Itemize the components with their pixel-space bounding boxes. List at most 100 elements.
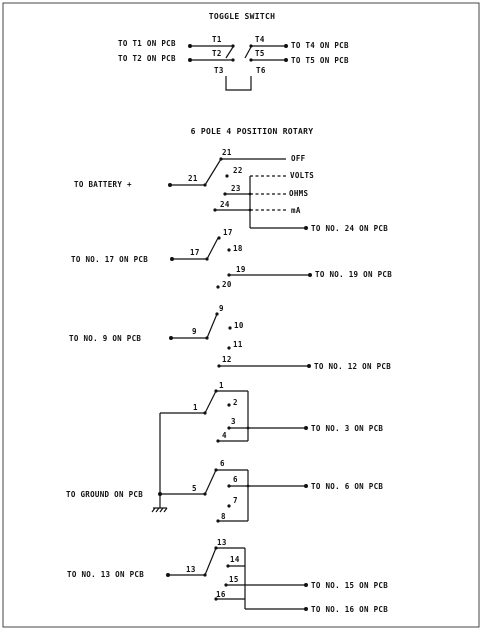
pole3-contact-11 bbox=[227, 346, 231, 350]
pcb24-label: TO NO. 24 ON PCB bbox=[311, 224, 388, 233]
pcb6-node bbox=[304, 484, 308, 488]
pole2-contact-18 bbox=[227, 248, 231, 252]
toggle-switch: TO T1 ON PCB TO T2 ON PCB T1 T2 T3 T4 T5… bbox=[118, 35, 349, 91]
pcb3-node bbox=[304, 426, 308, 430]
terminal-t5-label: T5 bbox=[255, 49, 265, 58]
terminal-t3-label: T3 bbox=[214, 66, 224, 75]
battery-input-node bbox=[168, 183, 172, 187]
pole2-pos-18: 18 bbox=[233, 244, 243, 253]
pole6-pos-16: 16 bbox=[216, 590, 226, 599]
battery-input-label: TO BATTERY + bbox=[74, 180, 132, 189]
page-border bbox=[2, 2, 480, 628]
pole3-contact-10 bbox=[228, 326, 232, 330]
ground-hatch-4 bbox=[163, 507, 168, 513]
terminal-t2-label: T2 bbox=[212, 49, 222, 58]
pole1-junction-24 bbox=[248, 208, 252, 212]
ma-label: mA bbox=[291, 206, 301, 215]
pole3-pos-12: 12 bbox=[222, 355, 232, 364]
ground-hatch-1 bbox=[151, 507, 156, 513]
rotary-pole-1: TO BATTERY + 21 21 OFF 22 VOLTS 23 OHMS … bbox=[74, 148, 388, 233]
pole1-common-label: 21 bbox=[188, 174, 198, 183]
pcb15-label: TO NO. 15 ON PCB bbox=[311, 581, 388, 590]
pcb3-label: TO NO. 3 ON PCB bbox=[311, 424, 383, 433]
pole1-junction-23 bbox=[248, 192, 252, 196]
ground-hatch-2 bbox=[155, 507, 160, 513]
pole2-contact-20 bbox=[216, 285, 220, 289]
pole2-input-node bbox=[170, 257, 174, 261]
t4-right-node bbox=[284, 44, 288, 48]
t2-node bbox=[231, 58, 235, 62]
pole2-pos-19: 19 bbox=[236, 265, 246, 274]
pole6-wiper bbox=[204, 547, 217, 576]
ground-input-label: TO GROUND ON PCB bbox=[66, 490, 143, 499]
pole5-common-label: 5 bbox=[192, 484, 197, 493]
pole3-input-node bbox=[169, 336, 173, 340]
pole4-common-label: 1 bbox=[193, 403, 198, 412]
pole6-pos-14: 14 bbox=[230, 555, 240, 564]
pcb15-node bbox=[304, 583, 308, 587]
t2-left-node bbox=[188, 58, 192, 62]
pole3-contact-9 bbox=[215, 312, 219, 316]
pole3-pos-10: 10 bbox=[234, 321, 244, 330]
toggle-left-label-1: TO T1 ON PCB bbox=[118, 39, 176, 48]
pole2-wiper bbox=[206, 237, 219, 260]
pole4-pos-3: 3 bbox=[231, 417, 236, 426]
pole5-pos-b: 6 bbox=[233, 475, 238, 484]
pole1-pos-22: 22 bbox=[233, 166, 243, 175]
pole2-pos-17: 17 bbox=[223, 228, 233, 237]
terminal-t4-label: T4 bbox=[255, 35, 265, 44]
pcb19-label: TO NO. 19 ON PCB bbox=[315, 270, 392, 279]
toggle-arm-right bbox=[244, 46, 252, 59]
toggle-switch-title: TOGGLE SWITCH bbox=[209, 12, 276, 21]
ohms-label: OHMS bbox=[289, 189, 308, 198]
pole6-pos-13: 13 bbox=[217, 538, 227, 547]
toggle-arm-left bbox=[225, 46, 234, 59]
terminal-t1-label: T1 bbox=[212, 35, 222, 44]
toggle-right-label-2: TO T5 ON PCB bbox=[291, 56, 349, 65]
pole6-pos-15: 15 bbox=[229, 575, 239, 584]
rotary-pole-5: TO GROUND ON PCB 5 6 6 7 8 TO NO. 6 ON P… bbox=[66, 413, 383, 523]
pcb16-node bbox=[304, 607, 308, 611]
rotary-pole-3: TO NO. 9 ON PCB 9 9 10 11 12 TO NO. 12 O… bbox=[69, 304, 391, 371]
volts-label: VOLTS bbox=[290, 171, 314, 180]
pole6-input-label: TO NO. 13 ON PCB bbox=[67, 570, 144, 579]
pole6-common-label: 13 bbox=[186, 565, 196, 574]
pole1-contact-22 bbox=[225, 174, 229, 178]
pole2-pos-20: 20 bbox=[222, 280, 232, 289]
pole3-wiper bbox=[206, 313, 218, 339]
pole5-pos-d: 8 bbox=[221, 512, 226, 521]
t5-right-node bbox=[284, 58, 288, 62]
t1-node bbox=[231, 44, 235, 48]
pcb6-label: TO NO. 6 ON PCB bbox=[311, 482, 383, 491]
pole2-contact-17 bbox=[217, 236, 221, 240]
pole3-pos-11: 11 bbox=[233, 340, 243, 349]
rotary-pole-6: TO NO. 13 ON PCB 13 13 14 15 TO NO. 15 O… bbox=[67, 538, 388, 614]
ground-hatch-3 bbox=[159, 507, 164, 513]
pcb19-node bbox=[308, 273, 312, 277]
pcb12-label: TO NO. 12 ON PCB bbox=[314, 362, 391, 371]
pole4-pos-4: 4 bbox=[222, 431, 227, 440]
pole1-pos-21: 21 bbox=[222, 148, 232, 157]
pcb24-node bbox=[304, 226, 308, 230]
pcb12-node bbox=[307, 364, 311, 368]
pole4-pos-1: 1 bbox=[219, 381, 224, 390]
pole5-pos-a: 6 bbox=[220, 459, 225, 468]
rotary-switch-title: 6 POLE 4 POSITION ROTARY bbox=[191, 127, 314, 136]
off-label: OFF bbox=[291, 154, 306, 163]
pole2-input-label: TO NO. 17 ON PCB bbox=[71, 255, 148, 264]
pole3-pos-9: 9 bbox=[219, 304, 224, 313]
pole4-wiper bbox=[204, 390, 217, 414]
pole3-input-label: TO NO. 9 ON PCB bbox=[69, 334, 141, 343]
t3-t6-jumper bbox=[225, 76, 252, 91]
terminal-t6-label: T6 bbox=[256, 66, 266, 75]
pole4-contact-2 bbox=[227, 403, 231, 407]
pole1-wiper bbox=[204, 158, 222, 186]
pcb16-label: TO NO. 16 ON PCB bbox=[311, 605, 388, 614]
rotary-pole-2: TO NO. 17 ON PCB 17 17 18 19 TO NO. 19 O… bbox=[71, 228, 392, 289]
rotary-pole-4: 1 1 2 3 4 TO NO. 3 ON PCB bbox=[160, 381, 383, 443]
pole4-pos-2: 2 bbox=[233, 398, 238, 407]
pole2-common-label: 17 bbox=[190, 248, 200, 257]
pole1-pos-24: 24 bbox=[220, 200, 230, 209]
